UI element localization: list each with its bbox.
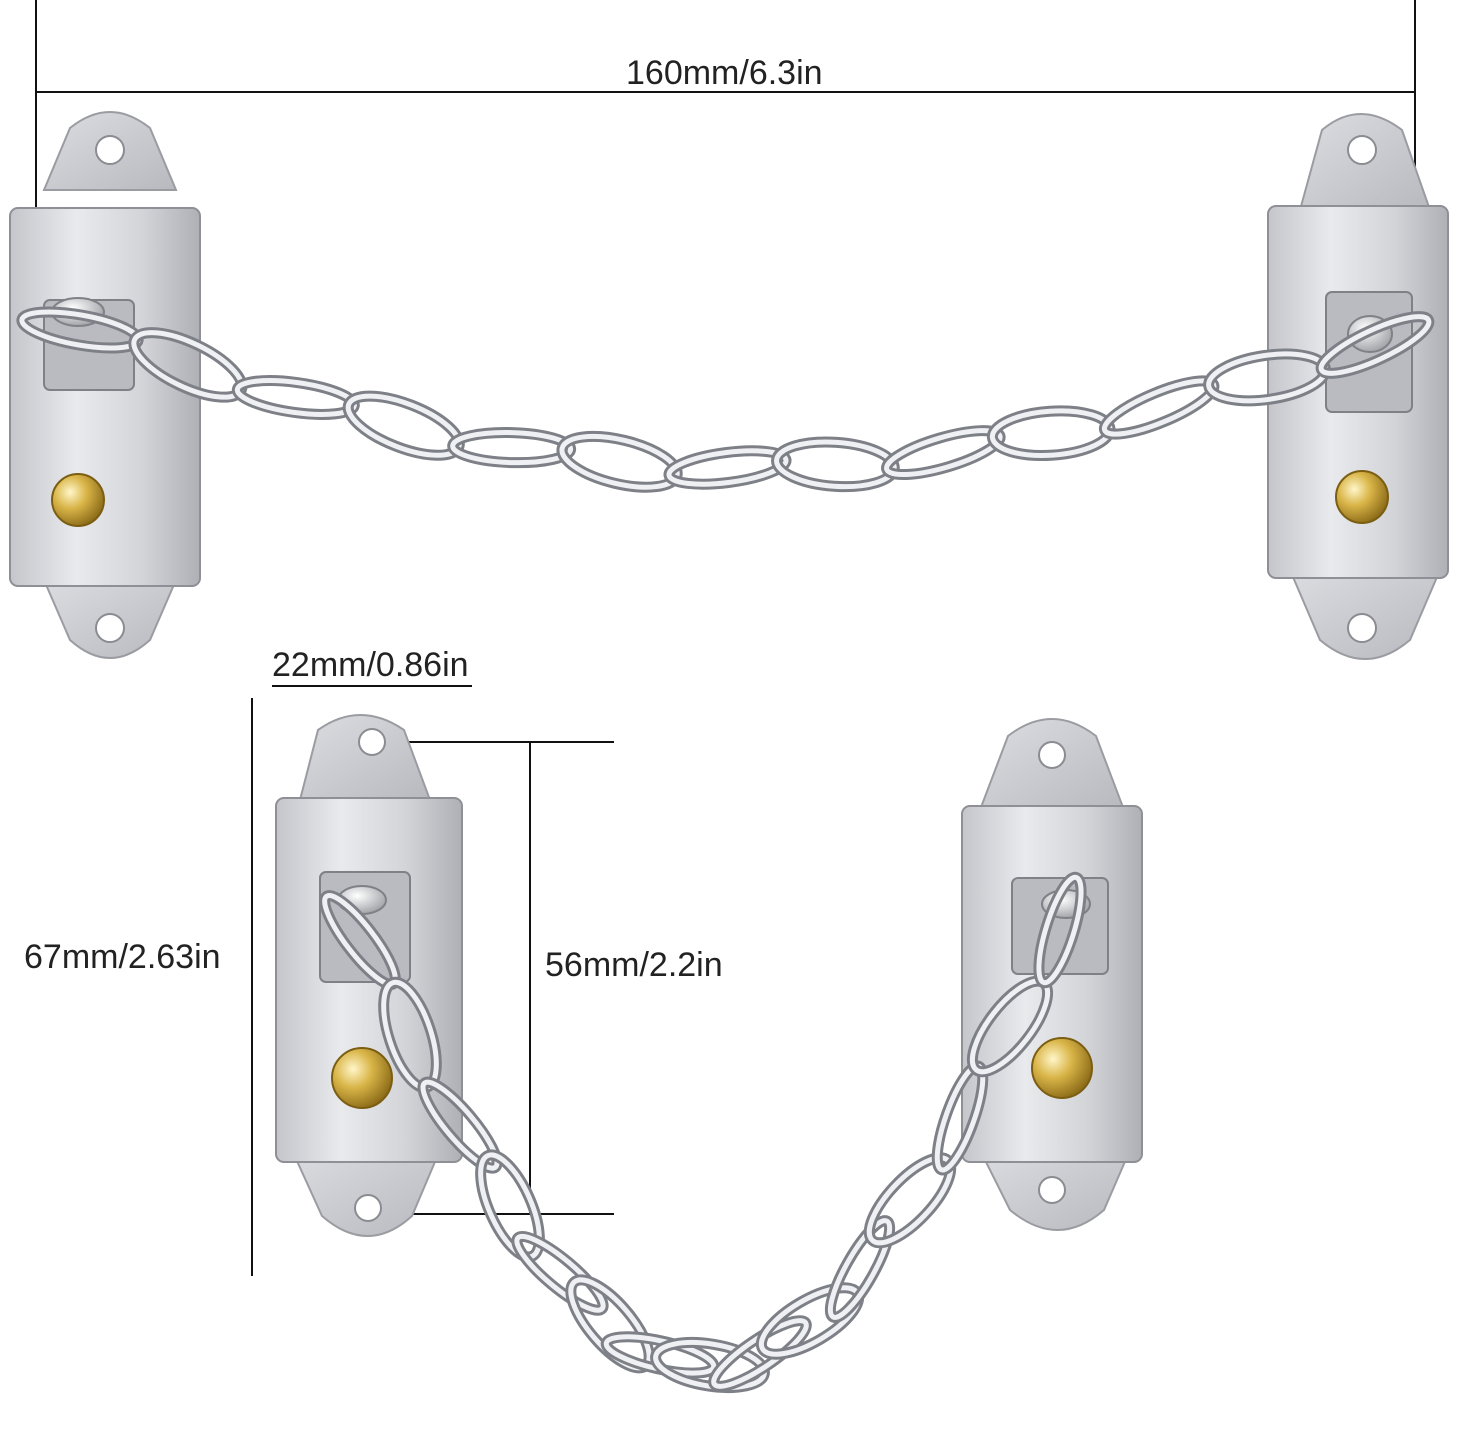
chain-link <box>986 405 1116 461</box>
top-chain <box>16 306 1435 493</box>
chain-link <box>511 1230 609 1316</box>
screw-hole <box>1347 613 1377 643</box>
hanging-chain <box>319 871 1087 1394</box>
plate-height-label: 67mm/2.63in <box>24 938 221 976</box>
screw-hole <box>1347 135 1377 165</box>
top-view <box>9 0 1449 660</box>
chain-link <box>417 1076 503 1174</box>
screw-hole <box>95 135 125 165</box>
chain-link <box>881 425 1006 481</box>
chain-link <box>824 1215 896 1323</box>
hole-spacing-label: 56mm/2.2in <box>545 946 723 984</box>
brass-knob <box>1335 470 1389 524</box>
plate-width-label: 22mm/0.86in <box>272 646 469 684</box>
mount-plate <box>9 207 201 587</box>
chain-link <box>1315 311 1435 379</box>
right-bracket <box>1267 113 1449 660</box>
top-flange <box>298 714 432 801</box>
chain-link <box>1033 871 1087 989</box>
brass-knob <box>51 473 105 527</box>
chain-link <box>771 436 900 493</box>
chain-link <box>447 426 577 469</box>
screw-hole <box>1038 741 1066 769</box>
chain-link <box>342 390 465 461</box>
screw-hole <box>1038 1176 1066 1204</box>
brass-knob <box>331 1047 393 1109</box>
screw-hole <box>358 728 386 756</box>
bottom-view <box>251 685 1143 1394</box>
chain-link <box>556 430 683 493</box>
screw-hole <box>354 1194 382 1222</box>
brass-knob <box>1031 1037 1093 1099</box>
overall-width-label: 160mm/6.3in <box>626 54 823 92</box>
chain-link <box>708 1315 812 1392</box>
chain-link <box>1098 375 1220 440</box>
screw-hole <box>95 613 125 643</box>
chain-link <box>663 445 792 490</box>
chain-link <box>475 1149 545 1263</box>
chain-link <box>231 375 360 420</box>
bottom-flange <box>290 1149 442 1237</box>
